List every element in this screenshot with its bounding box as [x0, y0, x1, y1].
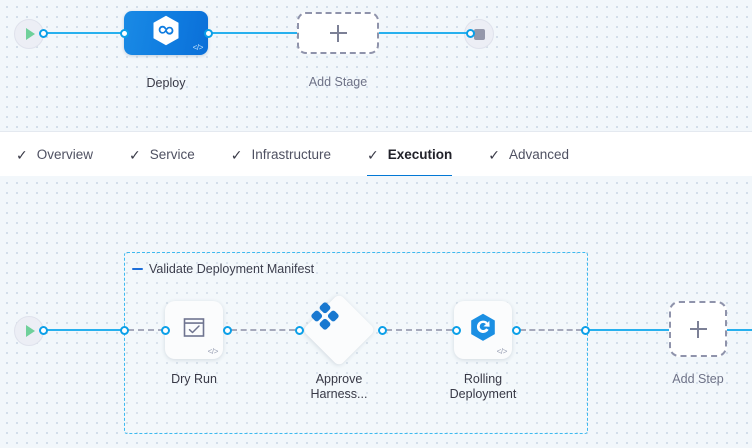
tab-label: Service: [149, 147, 195, 162]
rolling-deployment-hex-icon: [469, 313, 497, 348]
minus-icon[interactable]: [132, 268, 143, 270]
deploy-right-ring[interactable]: [203, 28, 213, 38]
edge-deploy-to-addstage: [208, 32, 297, 34]
plus-icon: [329, 24, 347, 42]
check-icon: ✓: [129, 146, 141, 163]
approve-left-ring[interactable]: [294, 325, 304, 335]
stop-icon: [473, 28, 485, 40]
deploy-left-ring[interactable]: [119, 28, 129, 38]
stage-code-badge: </>: [192, 43, 204, 52]
rolling-right-ring[interactable]: [511, 325, 521, 335]
step-node-dry-run[interactable]: </>: [165, 301, 223, 359]
add-step-label: Add Step: [672, 372, 724, 386]
tab-label: Infrastructure: [251, 147, 332, 162]
check-icon: ✓: [230, 146, 243, 163]
add-stage-label: Add Stage: [308, 75, 368, 89]
add-step-button[interactable]: [669, 301, 727, 357]
stage-label-deploy: Deploy: [146, 76, 186, 90]
step-node-rolling-deployment[interactable]: </>: [454, 301, 512, 359]
stage-canvas[interactable]: </> Deploy Add Stage: [0, 0, 752, 131]
add-stage-button[interactable]: [297, 12, 379, 54]
play-icon: [26, 28, 35, 40]
tab-label: Advanced: [509, 147, 570, 162]
edge-start-to-deploy: [44, 32, 126, 34]
check-icon: ✓: [367, 146, 379, 163]
approve-right-ring[interactable]: [377, 325, 387, 335]
tab-execution[interactable]: ✓ Execution: [367, 132, 453, 178]
end-connector-ring[interactable]: [465, 28, 475, 38]
edge-group-to-dryrun: [128, 329, 164, 331]
dry-run-check-window-icon: [182, 316, 206, 345]
step-label-approve-harness: Approve Harness...: [310, 372, 368, 401]
tab-infrastructure[interactable]: ✓ Infrastructure: [231, 132, 331, 177]
dryrun-left-ring[interactable]: [160, 325, 170, 335]
tab-service[interactable]: ✓ Service: [129, 132, 195, 177]
group-entry-ring[interactable]: [119, 325, 129, 335]
edge-dryrun-to-approve: [231, 329, 295, 331]
dry-run-code-badge: </>: [207, 347, 219, 356]
play-icon: [26, 325, 35, 337]
plus-icon: [689, 320, 707, 338]
execution-canvas[interactable]: Validate Deployment Manifest </> Dry Ru: [0, 176, 752, 448]
stage-config-tabs[interactable]: ✓ Overview ✓ Service ✓ Infrastructure ✓ …: [0, 131, 752, 178]
rolling-code-badge: </>: [496, 347, 508, 356]
check-icon: ✓: [488, 146, 500, 163]
tab-overview[interactable]: ✓ Overview: [16, 132, 93, 177]
tab-advanced[interactable]: ✓ Advanced: [488, 132, 569, 177]
tab-label: Overview: [36, 147, 93, 162]
rolling-left-ring[interactable]: [451, 325, 461, 335]
edge-approve-to-rolling: [386, 329, 452, 331]
step-label-rolling-deployment: Rolling Deployment: [449, 372, 517, 401]
step-group-header[interactable]: Validate Deployment Manifest: [132, 262, 314, 276]
group-exit-ring[interactable]: [580, 325, 590, 335]
check-icon: ✓: [16, 146, 28, 163]
stage-node-deploy[interactable]: </>: [124, 11, 208, 55]
tab-label: Execution: [387, 147, 453, 162]
dryrun-right-ring[interactable]: [222, 325, 232, 335]
harness-approval-diamond-icon: [311, 302, 339, 330]
edge-rolling-to-group-exit: [520, 329, 582, 331]
edge-group-to-addstep: [589, 329, 669, 331]
edge-addstage-to-end: [379, 32, 470, 34]
edge-start-to-group: [44, 329, 122, 331]
start-connector-ring[interactable]: [39, 28, 48, 38]
harness-deploy-icon: [151, 15, 181, 52]
step-group-title: Validate Deployment Manifest: [149, 262, 315, 276]
step-label-dry-run: Dry Run: [171, 372, 217, 386]
execution-start-ring[interactable]: [39, 325, 48, 335]
edge-addstep-trailing: [727, 329, 752, 331]
